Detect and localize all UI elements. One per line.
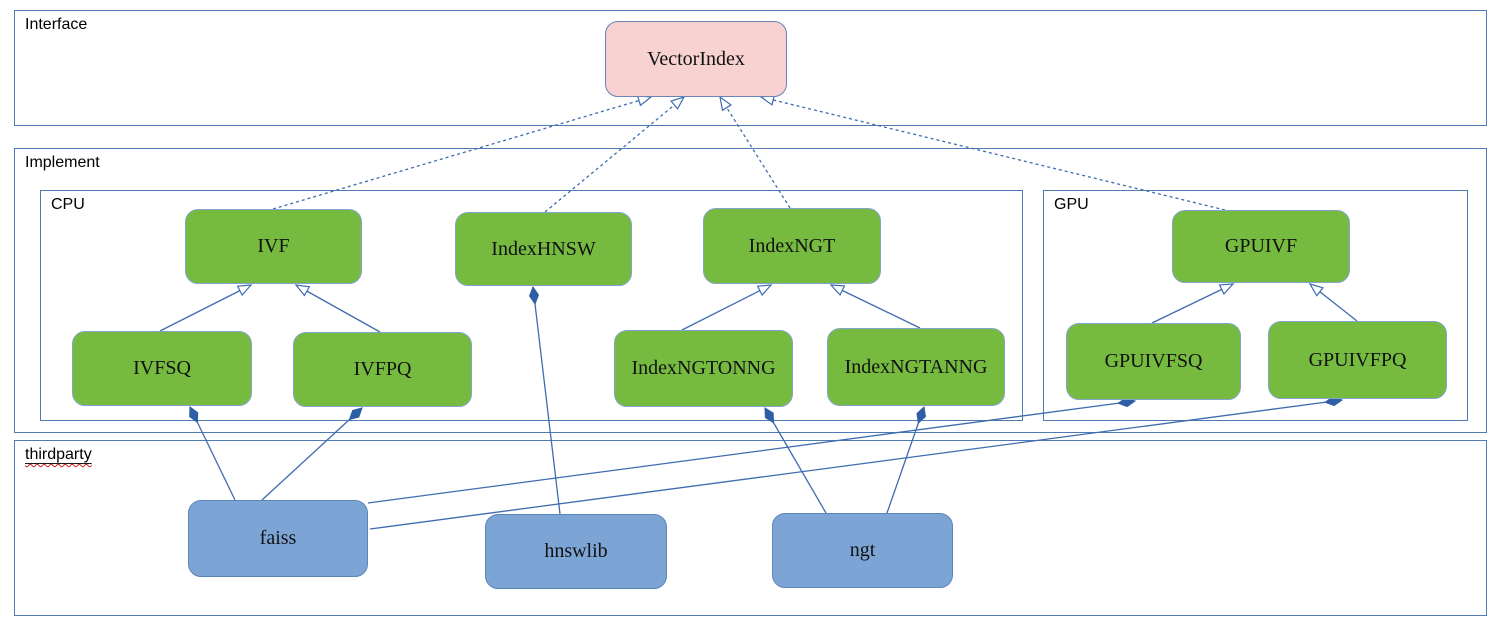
node-ivf: IVF [185, 209, 362, 284]
node-label-vectorindex: VectorIndex [647, 47, 745, 70]
node-label-hnswlib: hnswlib [544, 540, 608, 562]
misspelled-word: thirdparty [25, 446, 92, 463]
node-ivfpq: IVFPQ [293, 332, 472, 407]
container-label-gpu: GPU [1054, 196, 1089, 213]
node-label-indexngt: IndexNGT [748, 234, 836, 257]
node-indexngtonng: IndexNGTONNG [614, 330, 793, 407]
node-label-indexngtonng: IndexNGTONNG [631, 357, 776, 379]
node-vectorindex: VectorIndex [605, 21, 787, 97]
node-indexhnsw: IndexHNSW [455, 212, 632, 286]
container-label-cpu: CPU [51, 196, 85, 213]
node-label-gpuivfsq: GPUIVFSQ [1104, 350, 1203, 372]
container-label-interface: Interface [25, 16, 88, 33]
container-label-implement: Implement [25, 154, 100, 171]
node-label-indexhnsw: IndexHNSW [491, 237, 596, 260]
container-label-thirdparty: thirdparty [25, 446, 92, 464]
node-gpuivfsq: GPUIVFSQ [1066, 323, 1241, 400]
node-hnswlib: hnswlib [485, 514, 667, 589]
node-gpuivf: GPUIVF [1172, 210, 1350, 283]
node-label-ivfsq: IVFSQ [133, 357, 191, 379]
node-label-ivfpq: IVFPQ [353, 358, 412, 380]
node-gpuivfpq: GPUIVFPQ [1268, 321, 1447, 399]
node-ngt: ngt [772, 513, 953, 588]
node-label-ngt: ngt [849, 539, 876, 561]
node-indexngt: IndexNGT [703, 208, 881, 284]
node-indexngtanng: IndexNGTANNG [827, 328, 1005, 406]
node-label-faiss: faiss [259, 527, 297, 549]
node-label-gpuivfpq: GPUIVFPQ [1308, 348, 1407, 371]
node-label-indexngtanng: IndexNGTANNG [844, 355, 988, 378]
node-label-gpuivf: GPUIVF [1224, 235, 1298, 257]
node-ivfsq: IVFSQ [72, 331, 252, 406]
node-faiss: faiss [188, 500, 368, 577]
node-label-ivf: IVF [257, 235, 290, 257]
